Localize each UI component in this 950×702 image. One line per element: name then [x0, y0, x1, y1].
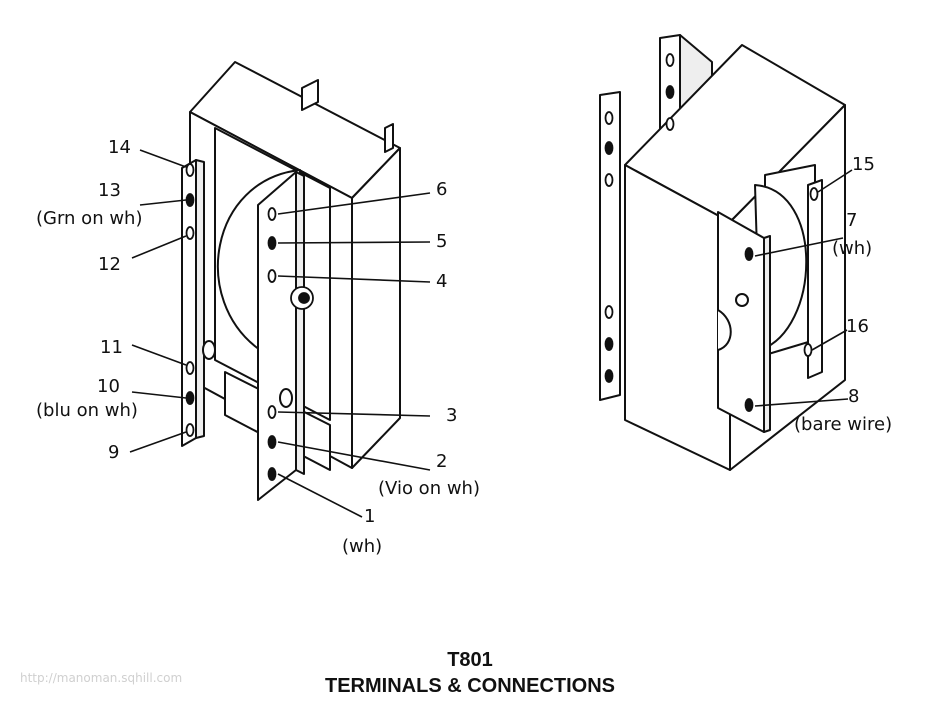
label-13: 13	[98, 180, 121, 201]
label-1-wire: (wh)	[342, 536, 382, 557]
terminal-15	[811, 188, 818, 200]
terminal-2	[269, 436, 276, 448]
caption-title: T801	[447, 649, 493, 671]
label-7: 7	[846, 210, 857, 231]
terminal-12	[187, 227, 194, 239]
watermark: http://manoman.sqhill.com	[20, 671, 182, 685]
label-8: 8	[848, 386, 859, 407]
terminal-11	[187, 362, 194, 374]
terminal-8	[746, 399, 753, 411]
label-9: 9	[108, 442, 119, 463]
terminal-14	[187, 164, 194, 176]
caption-subtitle: TERMINALS & CONNECTIONS	[325, 675, 615, 697]
label-5: 5	[436, 231, 447, 252]
left-transformer	[182, 62, 400, 500]
label-7-wire: (wh)	[832, 238, 872, 259]
label-10: 10	[97, 376, 120, 397]
label-6: 6	[436, 179, 447, 200]
terminal-7	[746, 248, 753, 260]
label-10-wire: (blu on wh)	[36, 400, 138, 421]
label-3: 3	[446, 405, 457, 426]
label-2: 2	[436, 451, 447, 472]
label-1: 1	[364, 506, 375, 527]
right-transformer	[600, 35, 845, 470]
terminal-5	[269, 237, 276, 249]
label-12: 12	[98, 254, 121, 275]
terminal-10	[187, 392, 194, 404]
label-11: 11	[100, 337, 123, 358]
terminal-4	[269, 270, 276, 282]
label-15: 15	[852, 154, 875, 175]
terminal-13	[187, 194, 194, 206]
label-16: 16	[846, 316, 869, 337]
terminal-3	[269, 406, 276, 418]
label-8-wire: (bare wire)	[794, 414, 892, 435]
terminal-16	[805, 344, 812, 356]
terminal-1	[269, 468, 276, 480]
terminal-6	[269, 208, 276, 220]
label-13-wire: (Grn on wh)	[36, 208, 142, 229]
label-2-wire: (Vio on wh)	[378, 478, 480, 499]
label-4: 4	[436, 271, 447, 292]
terminal-9	[187, 424, 194, 436]
label-14: 14	[108, 137, 131, 158]
